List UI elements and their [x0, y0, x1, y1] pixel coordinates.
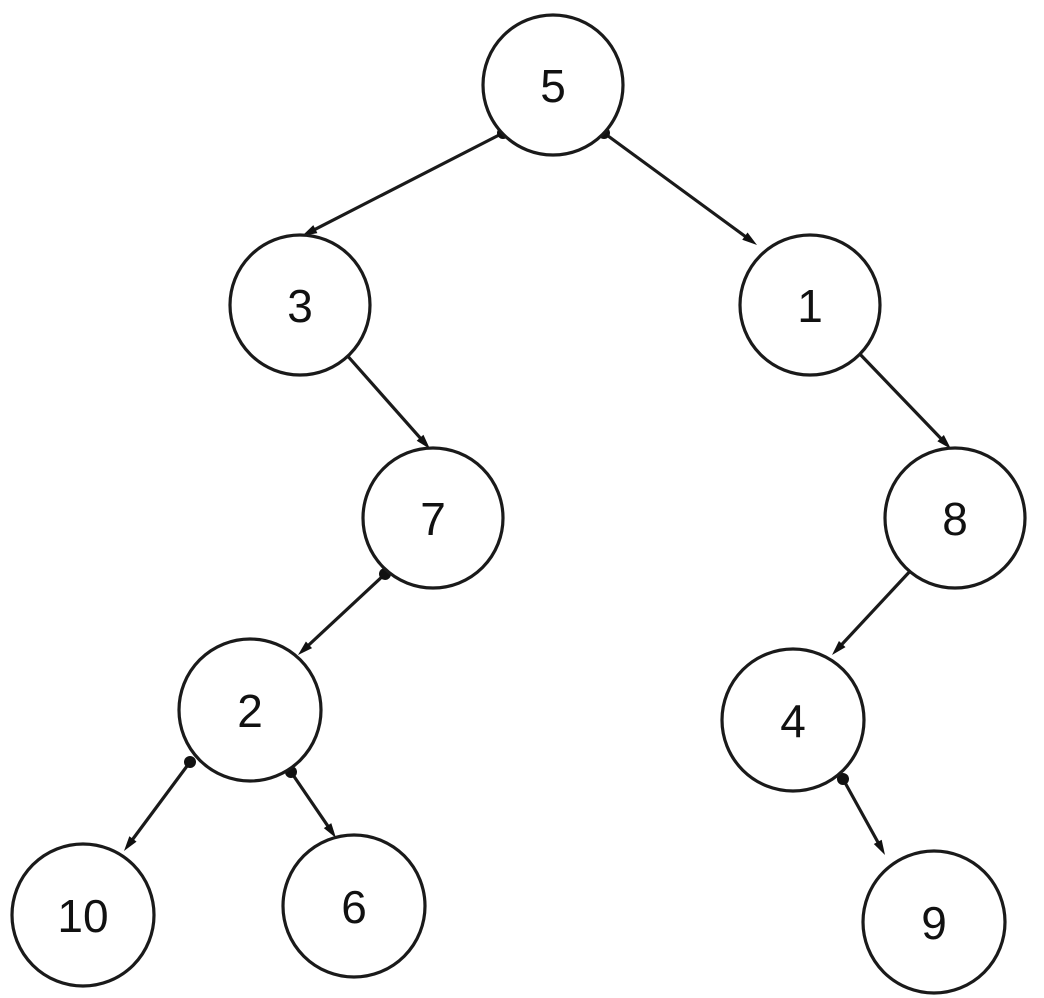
edge-arrowhead — [416, 434, 430, 449]
tree-node-7[interactable]: 7 — [361, 446, 505, 590]
node-circle[interactable] — [861, 849, 1007, 995]
edge-arrowhead — [302, 225, 318, 236]
node-circle[interactable] — [481, 13, 625, 157]
tree-node-2[interactable]: 2 — [177, 637, 323, 783]
node-label: 5 — [540, 60, 566, 112]
edge-arrowhead — [124, 836, 137, 851]
node-circle[interactable] — [281, 833, 427, 979]
edge-arrowhead — [742, 232, 757, 245]
tree-edge — [302, 127, 509, 236]
nodes-layer: 5 3 1 7 8 2 4 10 6 9 — [10, 13, 1027, 995]
tree-node-4[interactable]: 4 — [720, 647, 866, 793]
node-label: 1 — [797, 280, 823, 332]
tree-edge — [850, 344, 951, 449]
tree-edge — [598, 127, 757, 245]
tree-edge — [285, 766, 336, 838]
node-circle[interactable] — [228, 233, 372, 377]
edge-line — [312, 131, 504, 232]
tree-node-6[interactable]: 6 — [281, 833, 427, 979]
edge-line — [289, 771, 331, 829]
edge-arrowhead — [937, 435, 951, 449]
edge-line — [343, 351, 424, 441]
edge-line — [841, 778, 881, 846]
node-label: 10 — [57, 890, 108, 942]
edge-line — [854, 348, 944, 442]
tree-edge — [832, 562, 919, 655]
tree-node-9[interactable]: 9 — [861, 849, 1007, 995]
node-circle[interactable] — [361, 446, 505, 590]
edge-line — [305, 572, 387, 648]
node-circle[interactable] — [10, 842, 156, 988]
tree-edge — [124, 756, 196, 851]
edge-line — [130, 761, 192, 843]
node-label: 6 — [341, 881, 367, 933]
tree-node-10[interactable]: 10 — [10, 842, 156, 988]
edge-arrowhead — [298, 641, 313, 655]
node-label: 9 — [921, 897, 947, 949]
tree-node-8[interactable]: 8 — [883, 446, 1027, 590]
tree-edge — [298, 568, 391, 655]
node-label: 2 — [237, 685, 263, 737]
edge-line — [603, 131, 749, 240]
node-circle[interactable] — [177, 637, 323, 783]
node-circle[interactable] — [720, 647, 866, 793]
edge-arrowhead — [873, 839, 885, 855]
edge-arrowhead — [832, 640, 846, 655]
node-label: 8 — [942, 493, 968, 545]
node-circle[interactable] — [883, 446, 1027, 590]
tree-node-5[interactable]: 5 — [481, 13, 625, 157]
edge-source-dot — [837, 773, 849, 785]
tree-node-1[interactable]: 1 — [738, 233, 882, 377]
node-circle[interactable] — [738, 233, 882, 377]
edge-arrowhead — [323, 823, 336, 838]
node-label: 3 — [287, 280, 313, 332]
tree-edge — [339, 347, 430, 449]
node-label: 7 — [420, 493, 446, 545]
tree-edge — [837, 773, 885, 855]
node-label: 4 — [780, 695, 806, 747]
tree-node-3[interactable]: 3 — [228, 233, 372, 377]
edge-source-dot — [184, 756, 196, 768]
edge-line — [839, 566, 915, 648]
